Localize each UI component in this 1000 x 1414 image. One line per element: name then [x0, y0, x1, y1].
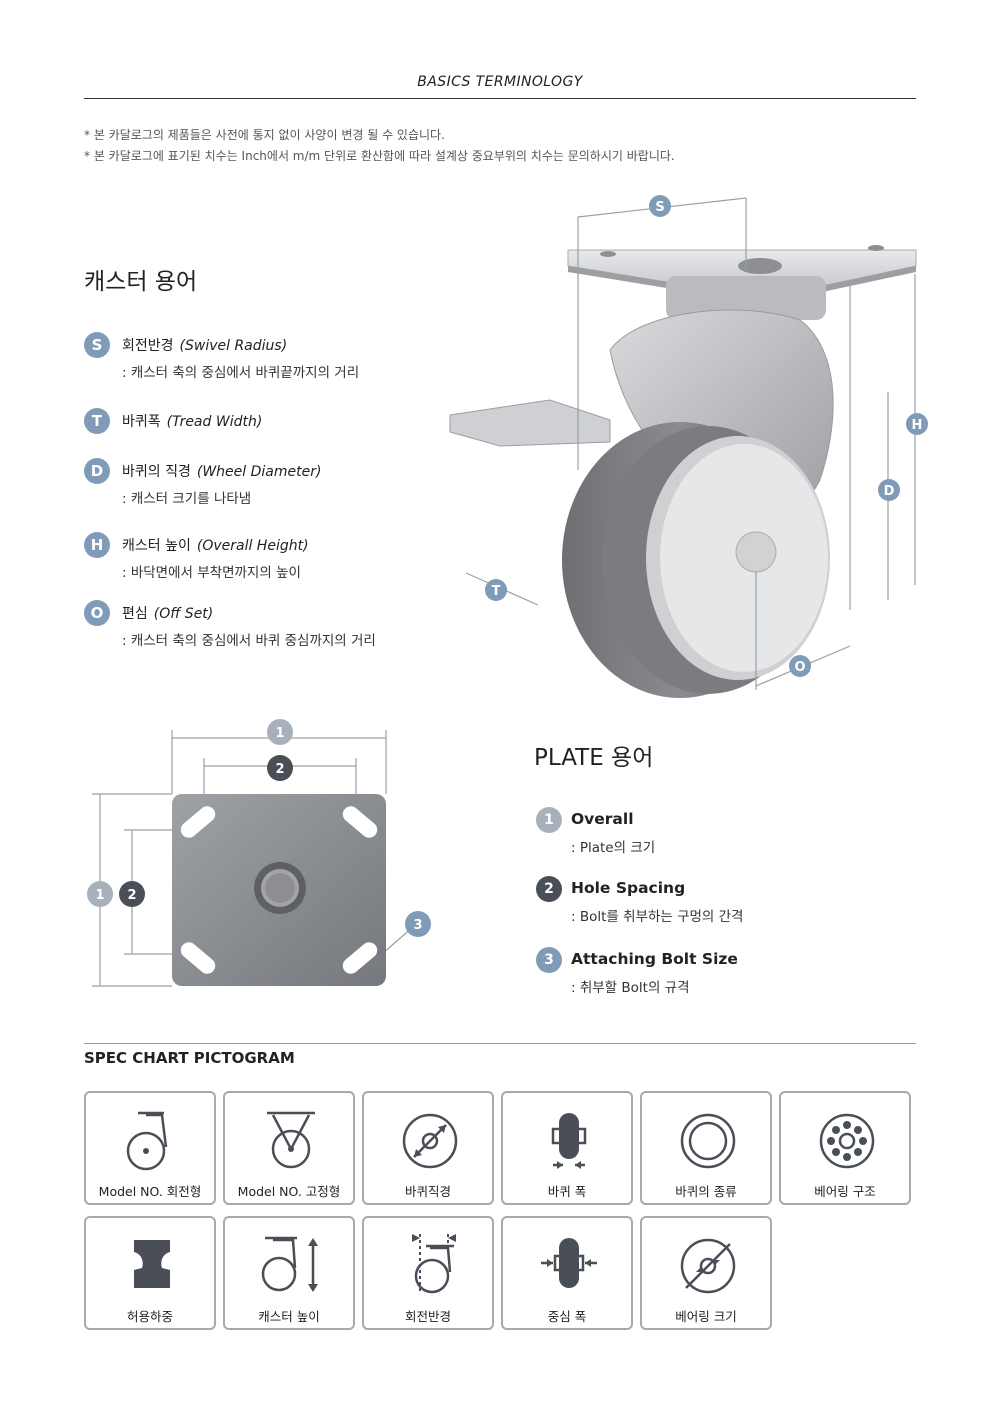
picto-label: 베어링 구조 [814, 1184, 876, 1199]
term-english: (Tread Width) [166, 414, 263, 430]
term-english: (Off Set) [153, 606, 214, 622]
load-capacity-icon [134, 1240, 170, 1288]
swivel-caster-icon [126, 1111, 168, 1171]
wheel-diameter-icon [402, 1113, 458, 1169]
term-badge-h: H [84, 532, 110, 558]
term-name: 바퀴폭 [122, 414, 161, 430]
wheel-width-icon [551, 1113, 587, 1169]
term-description: : 캐스터 축의 중심에서 바퀴 중심까지의 거리 [122, 633, 376, 649]
term-english: (Overall Height) [196, 538, 309, 554]
plate-label-spacing-top: 2 [275, 762, 284, 777]
header-divider [84, 98, 916, 99]
term-name: 편심 [122, 606, 148, 622]
picto-label: 바퀴의 종류 [675, 1184, 737, 1199]
term-name: 캐스터 높이 [122, 538, 191, 554]
plate-label-overall-side: 1 [95, 888, 104, 903]
note-2: * 본 카달로그에 표기된 치수는 Inch에서 m/m 단위로 환산함에 따라… [84, 149, 675, 163]
dimension-label-o: O [794, 660, 805, 675]
plate-illustration: 1 2 1 2 3 [87, 719, 431, 987]
term-name: 바퀴의 직경 [122, 464, 191, 480]
hub-width-icon [541, 1238, 597, 1288]
plate-label-overall-top: 1 [275, 726, 284, 741]
dimension-label-d: D [884, 484, 895, 499]
plate-badge-2: 2 [536, 876, 562, 902]
picto-label: 캐스터 높이 [258, 1309, 320, 1324]
picto-label: Model NO. 회전형 [98, 1184, 202, 1199]
picto-bearing-size: 베어링 크기 [640, 1216, 772, 1330]
picto-label: 바퀴직경 [404, 1184, 451, 1199]
picto-wheel-width: 바퀴 폭 [501, 1091, 633, 1205]
dimension-label-t: T [492, 584, 501, 599]
caster-illustration: S H D T O [449, 195, 928, 698]
term-description: : 캐스터 크기를 나타냄 [122, 491, 252, 507]
picto-label: 회전반경 [404, 1309, 451, 1324]
plate-terms-title: PLATE 용어 [534, 745, 654, 771]
caster-terms-title: 캐스터 용어 [84, 269, 198, 295]
spec-chart-title: SPEC CHART PICTOGRAM [84, 1049, 295, 1067]
term-badge-d: D [84, 458, 110, 484]
plate-badge-3: 3 [536, 947, 562, 973]
note-1: * 본 카달로그의 제품들은 사전에 통지 없이 사양이 변경 될 수 있습니다… [84, 128, 445, 142]
picto-label: 중심 폭 [547, 1309, 587, 1324]
term-badge-t: T [84, 408, 110, 434]
picto-bearing-structure: 베어링 구조 [779, 1091, 911, 1205]
bearing-structure-icon [819, 1113, 875, 1169]
picto-label: 허용하중 [126, 1309, 173, 1324]
term-english: (Wheel Diameter) [196, 464, 322, 480]
picto-caster-height: 캐스터 높이 [223, 1216, 355, 1330]
rigid-caster-icon [267, 1111, 315, 1169]
dimension-label-h: H [912, 418, 923, 433]
plate-label-spacing-side: 2 [127, 888, 136, 903]
term-description: : 바닥면에서 부착면까지의 높이 [122, 565, 301, 581]
wheel-type-icon [680, 1113, 736, 1169]
picto-wheel-diameter: 바퀴직경 [362, 1091, 494, 1205]
picto-wheel-type: 바퀴의 종류 [640, 1091, 772, 1205]
picto-swivel-model: Model NO. 회전형 [84, 1091, 216, 1205]
picto-label: 바퀴 폭 [547, 1184, 587, 1199]
spec-divider [84, 1043, 916, 1044]
term-badge-o: O [84, 600, 110, 626]
swivel-radius-icon [412, 1234, 456, 1294]
picto-swivel-radius: 회전반경 [362, 1216, 494, 1330]
term-description: : 캐스터 축의 중심에서 바퀴끝까지의 거리 [122, 365, 360, 381]
plate-term-description: : Plate의 크기 [571, 840, 656, 856]
picto-rigid-model: Model NO. 고정형 [223, 1091, 355, 1205]
picto-label: 베어링 크기 [675, 1309, 737, 1324]
picto-load-capacity: 허용하중 [84, 1216, 216, 1330]
bearing-size-icon [680, 1238, 736, 1294]
dimension-label-s: S [655, 200, 664, 215]
plate-term-name: Hole Spacing [571, 879, 686, 897]
plate-term-name: Attaching Bolt Size [571, 950, 738, 968]
term-english: (Swivel Radius) [179, 338, 288, 354]
plate-term-description: : Bolt를 취부하는 구멍의 간격 [571, 909, 744, 925]
plate-term-description: : 취부할 Bolt의 규격 [571, 980, 690, 996]
plate-badge-1: 1 [536, 807, 562, 833]
term-badge-s: S [84, 332, 110, 358]
plate-label-bolt: 3 [413, 918, 422, 933]
picto-label: Model NO. 고정형 [237, 1184, 341, 1199]
plate-term-name: Overall [571, 810, 634, 828]
picto-hub-width: 중심 폭 [501, 1216, 633, 1330]
caster-height-icon [261, 1236, 318, 1292]
page-title: BASICS TERMINOLOGY [417, 74, 583, 90]
term-name: 회전반경 [122, 338, 174, 354]
